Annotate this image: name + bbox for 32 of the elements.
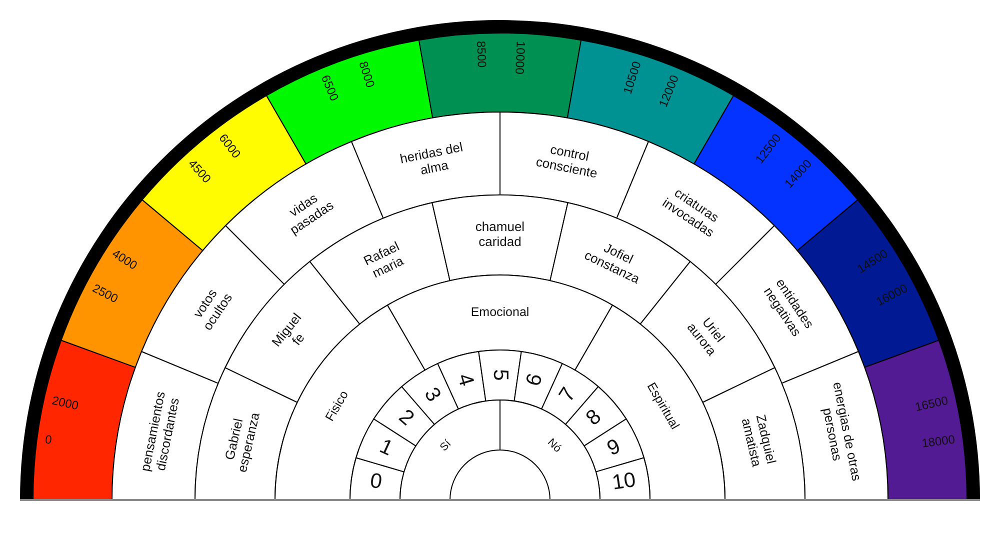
answer-label: Sí xyxy=(438,438,454,454)
scale-value: 6500 xyxy=(318,73,341,104)
scale-value: 8000 xyxy=(355,60,377,90)
segment-label: chamuel caridad xyxy=(474,220,526,250)
number-label: 3 xyxy=(419,383,446,406)
scale-value: 0 xyxy=(44,433,52,448)
segment-label: Emocional xyxy=(470,304,530,320)
segment-label: energias de otras personas xyxy=(819,379,864,484)
number-label: 0 xyxy=(368,469,384,495)
number-label: 5 xyxy=(488,369,512,381)
scale-value: 2000 xyxy=(50,394,80,414)
number-label: 8 xyxy=(582,405,607,432)
scale-value: 18000 xyxy=(921,433,956,452)
number-label: 6 xyxy=(522,371,548,390)
scale-value: 10500 xyxy=(621,60,645,96)
segment-label: Zadquiel amatista xyxy=(738,412,780,470)
segment-label: Gabriel esperanza xyxy=(220,410,264,476)
scale-value: 2500 xyxy=(90,282,120,306)
scale-value: 8500 xyxy=(473,41,488,68)
scale-value: 10000 xyxy=(512,41,527,76)
number-label: 9 xyxy=(603,434,624,462)
segment-label: control consciente xyxy=(533,140,600,182)
number-label: 7 xyxy=(554,383,581,406)
number-label: 4 xyxy=(452,371,478,390)
segment-label: heridas del alma xyxy=(397,139,464,180)
number-label: 2 xyxy=(393,405,418,432)
number-label: 10 xyxy=(610,468,637,496)
answer-label: Nó xyxy=(544,436,564,456)
scale-value: 12000 xyxy=(656,73,682,110)
scale-value: 4000 xyxy=(109,248,140,274)
number-label: 1 xyxy=(376,434,397,462)
scale-value: 16500 xyxy=(914,394,950,415)
